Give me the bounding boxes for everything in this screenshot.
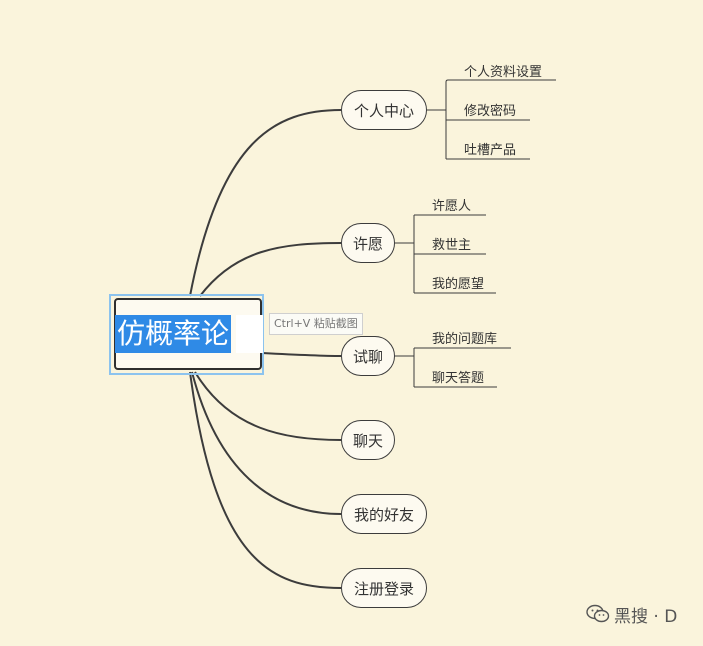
leaf-wisher[interactable]: 许愿人 — [432, 199, 472, 214]
leaf-profile-settings[interactable]: 个人资料设置 — [464, 65, 543, 80]
connector-root-register — [189, 371, 342, 589]
wechat-icon — [586, 604, 610, 623]
leaf-chat-quiz[interactable]: 聊天答题 — [432, 371, 485, 386]
branch-label: 聊天 — [352, 431, 383, 450]
branch-label: 试聊 — [352, 347, 383, 366]
watermark: 黑搜 · D — [586, 601, 677, 627]
text-edit-area[interactable] — [236, 315, 263, 353]
leaf-product-feedback[interactable]: 吐槽产品 — [464, 143, 517, 158]
root-node-label[interactable]: 仿概率论 — [115, 315, 232, 353]
connector-root-friends — [191, 371, 342, 515]
branch-label: 我的好友 — [353, 505, 414, 524]
connector-root-wish — [199, 242, 342, 297]
children-connector-wish — [394, 214, 496, 294]
leaf-my-question-bank[interactable]: 我的问题库 — [432, 332, 498, 347]
branch-chat[interactable]: 聊天 — [341, 420, 395, 460]
branch-personal-center[interactable]: 个人中心 — [341, 90, 427, 130]
branch-label: 许愿 — [352, 234, 383, 253]
paste-screenshot-tooltip: Ctrl+V 粘贴截图 — [269, 313, 363, 335]
leaf-savior[interactable]: 救世主 — [432, 238, 472, 253]
connector-root-trial-chat — [261, 352, 342, 357]
branch-register-login[interactable]: 注册登录 — [341, 568, 427, 608]
connector-root-personal-center — [189, 109, 342, 297]
root-selection-frame — [109, 294, 264, 375]
children-connector-trial-chat — [394, 347, 511, 388]
branch-label: 个人中心 — [353, 101, 414, 120]
branch-my-friends[interactable]: 我的好友 — [341, 494, 427, 534]
branch-trial-chat[interactable]: 试聊 — [341, 336, 395, 376]
branch-wish[interactable]: 许愿 — [341, 223, 395, 263]
leaf-my-wishes[interactable]: 我的愿望 — [432, 277, 485, 292]
branch-label: 注册登录 — [353, 579, 414, 598]
children-connector-personal-center — [426, 79, 556, 160]
watermark-text: 黑搜 · D — [614, 606, 678, 627]
leaf-change-password[interactable]: 修改密码 — [464, 104, 517, 119]
connector-root-chat — [194, 371, 342, 441]
